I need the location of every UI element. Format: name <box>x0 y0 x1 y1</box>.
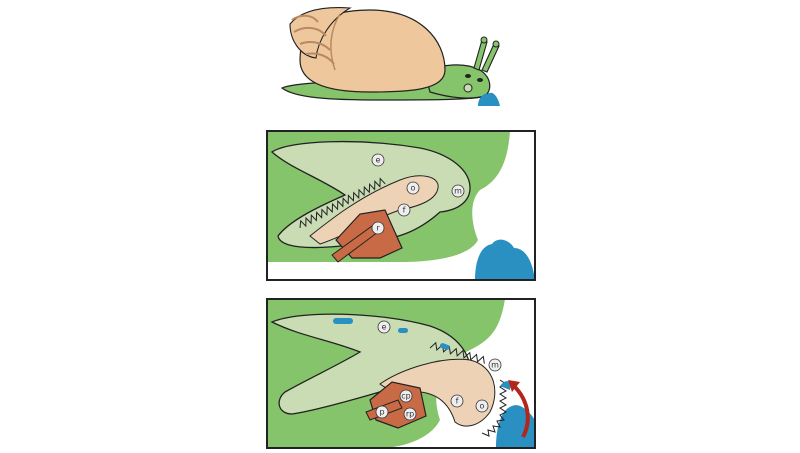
snail-illustration <box>280 7 500 106</box>
label-o: o <box>475 399 489 413</box>
svg-text:f: f <box>456 397 459 406</box>
label-o: o <box>406 181 420 195</box>
svg-text:rp: rp <box>406 410 414 419</box>
label-m: m <box>451 184 465 198</box>
svg-text:cp: cp <box>401 392 410 401</box>
label-f: f <box>450 394 464 408</box>
label-cp: cp <box>399 389 413 403</box>
snail-food <box>478 92 500 106</box>
label-r: r <box>371 221 385 235</box>
label-m: m <box>488 358 502 372</box>
label-e: e <box>377 320 391 334</box>
svg-text:m: m <box>491 361 499 370</box>
rotation-arrow <box>512 384 530 438</box>
label-f: f <box>397 203 411 217</box>
label-p: p <box>375 405 389 419</box>
label-rp: rp <box>403 407 417 421</box>
radula-teeth <box>299 177 386 229</box>
svg-text:o: o <box>411 184 416 193</box>
snail-tentacle-right <box>481 43 500 73</box>
svg-text:r: r <box>376 224 380 233</box>
svg-text:e: e <box>376 156 381 165</box>
svg-text:m: m <box>454 187 462 196</box>
panel-protracted: e m o f cp p rp <box>266 298 536 449</box>
svg-text:o: o <box>480 402 485 411</box>
svg-text:e: e <box>382 323 387 332</box>
svg-text:f: f <box>403 206 406 215</box>
panel-retracted: e m o f r <box>266 130 536 281</box>
food-blob <box>496 405 535 448</box>
svg-text:p: p <box>379 408 384 417</box>
snail-shell <box>289 7 446 93</box>
snail-tentacle-left <box>473 39 488 71</box>
label-e: e <box>371 153 385 167</box>
food-blob <box>475 239 535 280</box>
